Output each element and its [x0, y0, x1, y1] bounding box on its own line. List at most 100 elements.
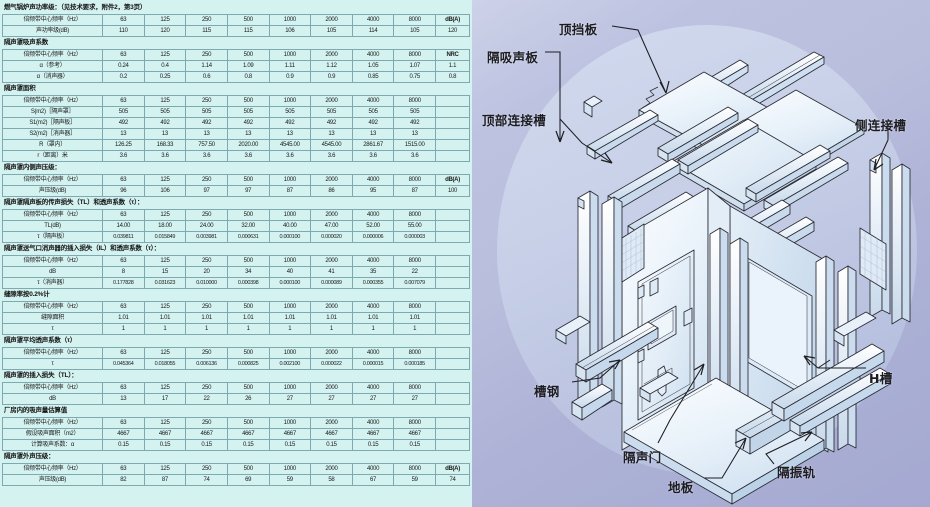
table-cell: 63 [102, 417, 145, 429]
table-cell: 1000 [268, 49, 312, 61]
table-cell: 8 [102, 266, 145, 278]
section-title: 缝隙率按0.2%计 [4, 291, 50, 298]
row-label: 声功率级(dB) [2, 25, 103, 37]
table-cell: 2000 [310, 417, 353, 429]
row-label: 倍频带中心频率（Hz） [2, 301, 103, 313]
table-cell: 4000 [351, 301, 395, 313]
table-cell: 0.85 [351, 71, 395, 83]
table-cell: 8000 [393, 209, 436, 221]
table-cell: 505 [351, 106, 395, 118]
table-cell: 505 [268, 106, 312, 118]
table-cell: 47.00 [310, 220, 353, 232]
table-cell: 105 [310, 25, 353, 37]
table-cell: 59 [268, 474, 312, 486]
row-label: τ [2, 323, 103, 335]
unit-header-cell: dB(A) [435, 174, 470, 186]
table-cell: 126.25 [102, 139, 145, 151]
table-cell: 4667 [351, 428, 395, 440]
table-cell: 1000 [268, 95, 312, 107]
mesh-panel-right [859, 227, 887, 291]
table-cell: 1.05 [351, 60, 395, 72]
row-label: 计算吸声系数：α [2, 439, 103, 451]
table-cell: 500 [226, 463, 270, 475]
table-cell: 106 [143, 185, 187, 197]
table-cell: 55.00 [393, 220, 436, 232]
table-cell: 27 [310, 393, 353, 405]
table-cell: 250 [185, 301, 228, 313]
right-foot-bracket [833, 311, 877, 347]
row-label: 缝隙面积 [2, 312, 103, 324]
row-label: 倍频带中心频率（Hz） [2, 463, 103, 475]
table-cell: 4000 [351, 255, 395, 267]
table-cell: 1000 [268, 174, 312, 186]
section-title: 隔声罩平均透声系数（τ） [4, 337, 77, 344]
table-cell: 4667 [310, 428, 353, 440]
table-cell: 2000 [310, 463, 353, 475]
row-label: S(m2)［隔声罩］ [2, 106, 103, 118]
floor-clip [639, 367, 679, 403]
table-cell: 505 [393, 106, 436, 118]
table-cell: 125 [143, 209, 187, 221]
table-cell: 1 [226, 323, 270, 335]
table-cell: 87 [393, 185, 436, 197]
empty-cell [435, 358, 470, 370]
empty-cell [435, 439, 470, 451]
empty-cell [435, 277, 470, 289]
table-cell: 4000 [351, 49, 395, 61]
summary-value-cell: 100 [435, 185, 470, 197]
table-cell: 86 [310, 185, 353, 197]
section-title: 隔声罩面积 [4, 85, 36, 92]
table-cell: 114 [351, 25, 395, 37]
row-label: τ（隔声板） [2, 231, 103, 243]
empty-cell [435, 393, 470, 405]
table-cell: 492 [102, 117, 145, 129]
table-cell: 250 [185, 347, 228, 359]
table-cell: 0.25 [143, 71, 187, 83]
table-cell: 500 [226, 49, 270, 61]
diagram-label-floor-board: 地板 [668, 480, 694, 495]
row-label: r（距离）米 [2, 150, 103, 162]
table-cell: 505 [185, 106, 228, 118]
table-cell: 97 [226, 185, 270, 197]
table-cell: 1 [310, 323, 353, 335]
table-cell: 13 [143, 128, 187, 140]
table-cell: 1000 [268, 463, 312, 475]
table-cell: 0.8 [226, 71, 270, 83]
mesh-panel [621, 223, 645, 283]
section-title: 隔声罩内侧声压级： [4, 164, 61, 171]
table-cell: 63 [102, 209, 145, 221]
table-cell: 0.003981 [185, 231, 228, 243]
table-cell: 250 [185, 174, 228, 186]
empty-cell [435, 312, 470, 324]
row-label: 倍频带中心频率（Hz） [2, 49, 103, 61]
table-cell: 4667 [143, 428, 187, 440]
table-cell: 0.039811 [102, 231, 145, 243]
row-label: 倍频带中心频率（Hz） [2, 209, 103, 221]
table-cell: 125 [143, 95, 187, 107]
table-cell: 27 [268, 393, 312, 405]
empty-cell [435, 255, 470, 267]
table-cell: 0.010000 [185, 277, 228, 289]
table-cell: 2020.00 [226, 139, 270, 151]
table-cell: 1.14 [185, 60, 228, 72]
table-cell: 13 [310, 128, 353, 140]
table-cell: 1 [351, 323, 395, 335]
table-cell: 0.015849 [143, 231, 187, 243]
table-cell: 4000 [351, 463, 395, 475]
table-cell: 15 [143, 266, 187, 278]
